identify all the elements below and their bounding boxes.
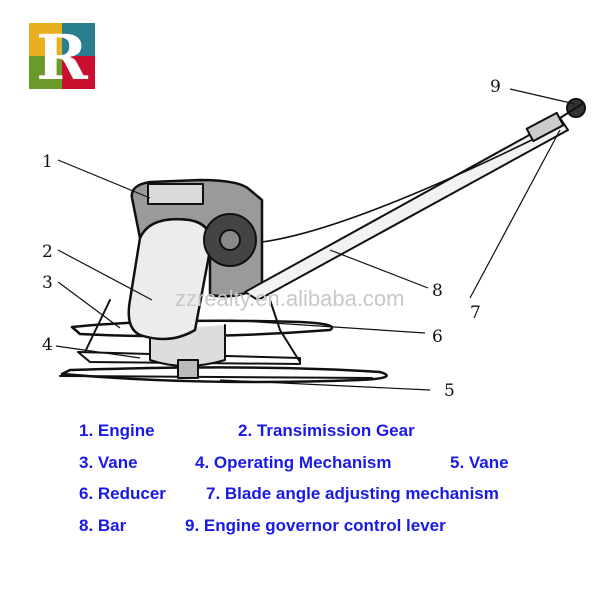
callout-6: 6 xyxy=(432,327,443,347)
legend-item-reducer: 6. Reducer xyxy=(79,484,166,503)
guard-support xyxy=(84,299,111,353)
legend-item-engine: 1. Engine xyxy=(79,421,155,440)
leader-2 xyxy=(57,249,153,301)
watermark: zzrealty.en.alibaba.com xyxy=(175,286,405,311)
leader-6 xyxy=(227,319,426,334)
callout-1: 1 xyxy=(42,152,53,172)
legend-item-vane-5: 5. Vane xyxy=(450,453,509,472)
leader-3 xyxy=(57,281,121,329)
leader-lines xyxy=(55,88,576,391)
logo-quadrant-tl xyxy=(29,23,62,56)
leader-7 xyxy=(469,129,561,299)
callout-9: 9 xyxy=(490,77,501,97)
handle-clamp xyxy=(525,111,565,143)
leader-1 xyxy=(57,159,151,199)
callout-2: 2 xyxy=(42,242,53,262)
legend-item-transmission-gear: 2. Transimission Gear xyxy=(238,421,415,440)
engine-block xyxy=(130,178,264,298)
handle-cable xyxy=(261,131,549,243)
guard-support xyxy=(269,299,281,331)
logo-quadrant-tr xyxy=(62,23,95,56)
leader-4 xyxy=(55,345,141,359)
realty-logo: R xyxy=(29,23,95,89)
callout-7: 7 xyxy=(470,303,481,323)
engine-tank xyxy=(147,183,204,205)
guard-support xyxy=(279,329,301,363)
engine-flywheel-hub xyxy=(219,229,241,251)
machine-drawing xyxy=(59,98,586,384)
callout-5: 5 xyxy=(444,381,455,401)
legend-item-blade-angle: 7. Blade angle adjusting mechanism xyxy=(206,484,499,503)
legend-item-operating-mechanism: 4. Operating Mechanism xyxy=(195,453,392,472)
leader-9 xyxy=(509,88,576,105)
callout-3: 3 xyxy=(42,273,53,293)
leader-8 xyxy=(329,249,429,289)
legend-item-vane: 3. Vane xyxy=(79,453,138,472)
governor-lever xyxy=(559,103,583,119)
logo-letter: R xyxy=(36,23,88,89)
spindle xyxy=(177,359,199,379)
callout-4: 4 xyxy=(42,335,53,355)
legend-item-bar: 8. Bar xyxy=(79,516,127,535)
legend-item-governor-lever: 9. Engine governor control lever xyxy=(185,516,446,535)
logo-quadrant-br xyxy=(62,56,95,89)
bottom-vane-line xyxy=(59,375,373,379)
leader-5 xyxy=(219,379,431,391)
logo-quadrant-bl xyxy=(29,56,62,89)
callout-8: 8 xyxy=(432,281,443,301)
